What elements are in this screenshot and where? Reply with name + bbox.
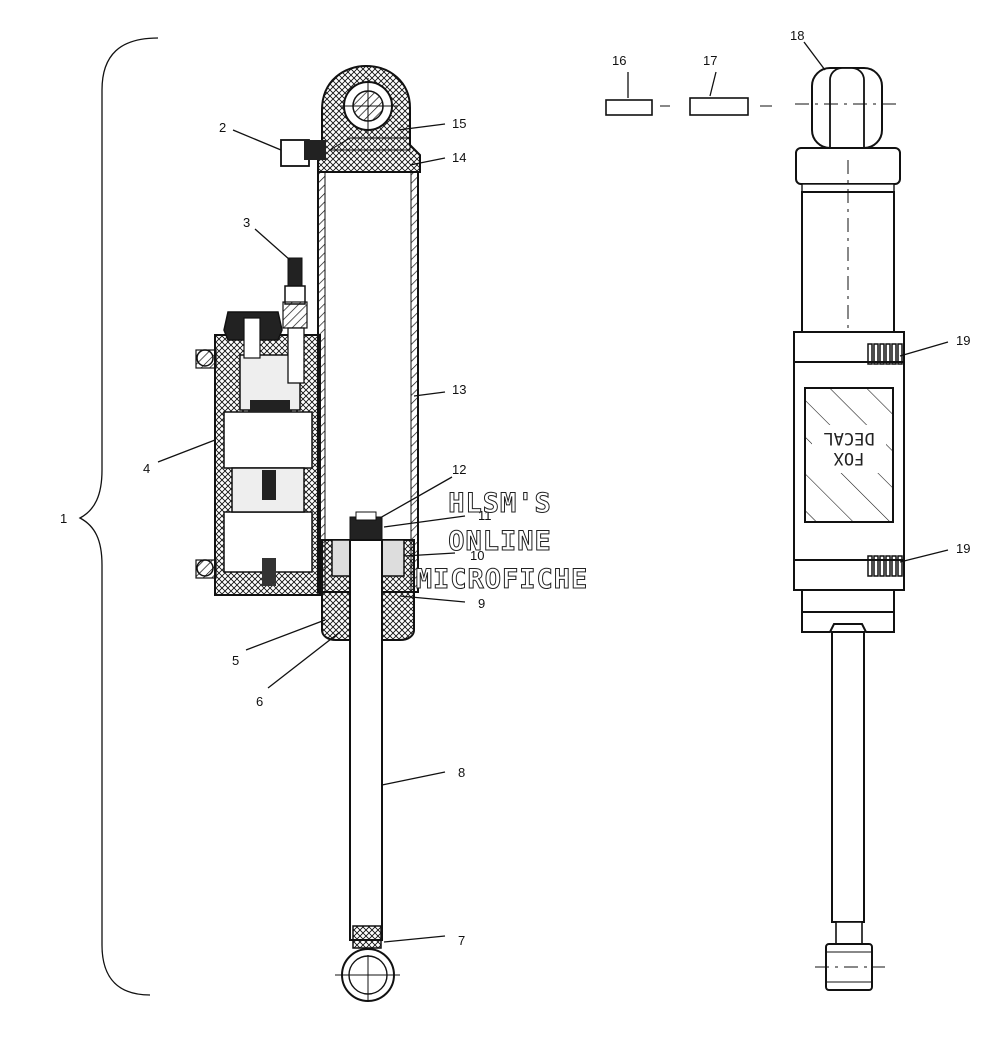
label-ribs-top bbox=[867, 343, 903, 365]
callout-14: 14 bbox=[452, 150, 466, 165]
callout-labels: 1 2 3 4 5 6 7 8 9 10 11 12 13 14 15 16 1… bbox=[60, 28, 970, 948]
callout-12: 12 bbox=[452, 462, 466, 477]
callout-2: 2 bbox=[219, 120, 226, 135]
callout-5: 5 bbox=[232, 653, 239, 668]
shock-exterior-view: FOX DECAL bbox=[793, 67, 905, 991]
watermark-line-3: MICROFICHE bbox=[416, 564, 589, 595]
label-ribs-bottom bbox=[867, 555, 903, 577]
watermark-line-1: HLSM'S bbox=[448, 488, 552, 519]
bushing-17 bbox=[689, 97, 749, 116]
callout-17: 17 bbox=[703, 53, 717, 68]
callout-7: 7 bbox=[458, 933, 465, 948]
leader-lines bbox=[157, 41, 949, 943]
watermark: HLSM'S ONLINE MICROFICHE bbox=[415, 488, 589, 596]
shock-cross-section bbox=[195, 64, 421, 1002]
callout-10: 10 bbox=[470, 548, 484, 563]
callout-9: 9 bbox=[478, 596, 485, 611]
callout-1: 1 bbox=[60, 511, 67, 526]
assembly-brace bbox=[78, 37, 159, 996]
callout-15: 15 bbox=[452, 116, 466, 131]
callout-11: 11 bbox=[478, 508, 492, 523]
callout-19-top: 19 bbox=[956, 333, 970, 348]
bushing-16 bbox=[605, 99, 653, 116]
callout-13: 13 bbox=[452, 382, 466, 397]
callout-3: 3 bbox=[243, 215, 250, 230]
callout-6: 6 bbox=[256, 694, 263, 709]
callout-4: 4 bbox=[143, 461, 150, 476]
callout-18: 18 bbox=[790, 28, 804, 43]
decal-text-1: FOX bbox=[833, 448, 864, 468]
callout-19-bottom: 19 bbox=[956, 541, 970, 556]
watermark-line-2: ONLINE bbox=[448, 526, 552, 557]
callout-16: 16 bbox=[612, 53, 626, 68]
piston-rod bbox=[349, 539, 383, 941]
callout-8: 8 bbox=[458, 765, 465, 780]
decal-text-2: DECAL bbox=[823, 428, 874, 448]
air-valve bbox=[287, 257, 303, 289]
rod-exterior bbox=[831, 631, 865, 923]
